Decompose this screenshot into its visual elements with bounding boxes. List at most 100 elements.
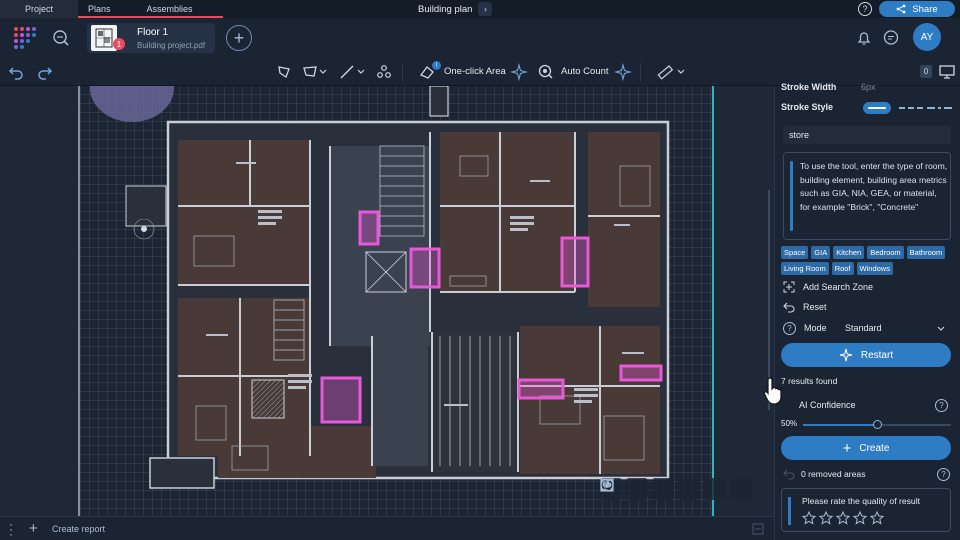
dash-segment bbox=[944, 107, 952, 109]
results-count: 7 results found bbox=[781, 376, 838, 386]
top-tab-bar: Project Plans Assemblies Building plan ›… bbox=[0, 0, 960, 18]
app-logo[interactable] bbox=[14, 27, 36, 49]
area-tool-icon[interactable] bbox=[301, 63, 319, 81]
reset-label: Reset bbox=[803, 302, 827, 312]
zoom-in-icon[interactable] bbox=[600, 478, 674, 500]
plus-icon[interactable]: + bbox=[29, 520, 38, 537]
redo-icon[interactable] bbox=[36, 63, 54, 81]
confidence-value: 50% bbox=[781, 419, 798, 428]
mode-value: Standard bbox=[845, 323, 882, 333]
chevron-right-icon[interactable]: › bbox=[478, 2, 493, 16]
create-button[interactable]: + Create bbox=[781, 436, 951, 460]
tab-group: Plans Assemblies bbox=[78, 0, 223, 18]
star-icon[interactable] bbox=[836, 511, 850, 525]
help-icon[interactable]: ? bbox=[858, 2, 872, 16]
chip-bedroom[interactable]: Bedroom bbox=[867, 246, 904, 259]
more-options-icon[interactable]: ··· bbox=[9, 517, 13, 540]
avatar[interactable]: AY bbox=[913, 23, 941, 51]
hand-cursor-icon bbox=[763, 377, 782, 405]
chip-windows[interactable]: Windows bbox=[856, 262, 893, 275]
stroke-style-label: Stroke Style bbox=[781, 102, 834, 112]
chip-roof[interactable]: Roof bbox=[831, 262, 854, 275]
ruler-icon[interactable] bbox=[656, 63, 674, 81]
collapse-icon[interactable] bbox=[752, 523, 764, 535]
add-search-zone-button[interactable]: Add Search Zone bbox=[783, 280, 873, 294]
count-tool-icon[interactable] bbox=[375, 63, 393, 81]
restart-label: Restart bbox=[860, 349, 894, 361]
mode-row: ? Mode bbox=[783, 321, 827, 335]
chip-gia[interactable]: GIA bbox=[811, 246, 831, 259]
auto-count-button[interactable]: Auto Count bbox=[561, 66, 609, 77]
header: 1 Floor 1 Building project.pdf + AY bbox=[0, 18, 960, 58]
undo-icon[interactable] bbox=[783, 468, 795, 480]
floor-card[interactable]: 1 Floor 1 Building project.pdf bbox=[87, 23, 215, 53]
help-icon[interactable]: ? bbox=[937, 468, 950, 481]
stroke-style-dashed[interactable] bbox=[899, 107, 905, 109]
help-icon[interactable]: ? bbox=[783, 321, 796, 335]
star-icon[interactable] bbox=[870, 511, 884, 525]
floor-name: Floor 1 bbox=[137, 27, 169, 38]
add-search-zone-label: Add Search Zone bbox=[803, 282, 874, 292]
help-icon[interactable]: ? bbox=[935, 399, 948, 412]
share-label: Share bbox=[912, 3, 938, 15]
fit-width-icon[interactable] bbox=[600, 478, 700, 500]
chip-kitchen[interactable]: Kitchen bbox=[833, 246, 865, 259]
plan-canvas[interactable] bbox=[0, 86, 774, 516]
bottom-bar: ··· + Create report bbox=[0, 516, 774, 540]
search-icon[interactable] bbox=[52, 29, 70, 47]
chevron-down-icon[interactable] bbox=[318, 63, 328, 81]
tab-project[interactable]: Project bbox=[0, 0, 78, 18]
chevron-down-icon[interactable] bbox=[676, 63, 686, 81]
chevron-down-icon bbox=[937, 326, 945, 331]
stroke-width-label: Stroke Width bbox=[781, 82, 837, 92]
chip-living-room[interactable]: Living Room bbox=[781, 262, 829, 275]
sparkle-icon bbox=[614, 63, 632, 81]
rating-box: Please rate the quality of result bbox=[781, 488, 951, 532]
view-3d-icon[interactable] bbox=[600, 478, 752, 500]
rating-prompt: Please rate the quality of result bbox=[802, 496, 920, 506]
ai-confidence-label: AI Confidence bbox=[799, 400, 856, 410]
panel-scrollbar[interactable] bbox=[768, 190, 770, 410]
add-plan-button[interactable]: + bbox=[226, 25, 252, 51]
restart-button[interactable]: Restart bbox=[781, 343, 951, 367]
rating-accent-bar bbox=[788, 497, 791, 525]
reset-button[interactable]: Reset bbox=[783, 300, 827, 314]
star-icon[interactable] bbox=[853, 511, 867, 525]
info-box: To use the tool, enter the type of room,… bbox=[783, 152, 951, 240]
map-icon[interactable] bbox=[600, 478, 648, 500]
tab-assemblies[interactable]: Assemblies bbox=[146, 4, 193, 14]
chevron-down-icon[interactable] bbox=[356, 63, 366, 81]
line-tool-icon[interactable] bbox=[338, 63, 356, 81]
star-icon[interactable] bbox=[802, 511, 816, 525]
mode-select[interactable]: Standard bbox=[839, 320, 951, 336]
map-tool-group bbox=[600, 478, 760, 500]
share-icon bbox=[896, 4, 906, 14]
create-report-link[interactable]: Create report bbox=[52, 524, 106, 534]
search-input[interactable] bbox=[783, 126, 951, 144]
chip-bathroom[interactable]: Bathroom bbox=[906, 246, 946, 259]
auto-count-icon[interactable] bbox=[537, 63, 555, 81]
star-icon[interactable] bbox=[819, 511, 833, 525]
chat-icon[interactable] bbox=[882, 29, 900, 47]
one-click-area-button[interactable]: One-click Area bbox=[444, 66, 506, 77]
solid-line-icon bbox=[868, 107, 886, 109]
breadcrumb: Building plan › bbox=[418, 0, 493, 18]
undo-icon[interactable] bbox=[7, 63, 25, 81]
tab-plans[interactable]: Plans bbox=[88, 4, 111, 14]
add-zone-icon bbox=[783, 281, 795, 293]
chip-space[interactable]: Space bbox=[781, 246, 809, 259]
share-button[interactable]: Share bbox=[879, 1, 955, 17]
confidence-slider-handle[interactable] bbox=[873, 420, 882, 429]
eraser-icon[interactable] bbox=[418, 63, 436, 81]
removed-areas: 0 removed areas bbox=[801, 469, 866, 479]
toolbar-divider bbox=[640, 63, 641, 81]
floor-file: Building project.pdf bbox=[137, 41, 206, 50]
bell-icon[interactable] bbox=[855, 29, 873, 47]
info-accent-bar bbox=[790, 161, 793, 231]
stroke-style-dashdot[interactable] bbox=[927, 107, 935, 109]
toolbar-divider bbox=[402, 63, 403, 81]
polygon-tool-icon[interactable] bbox=[275, 63, 293, 81]
monitor-icon[interactable] bbox=[938, 63, 956, 81]
zoom-out-icon[interactable] bbox=[600, 478, 726, 500]
